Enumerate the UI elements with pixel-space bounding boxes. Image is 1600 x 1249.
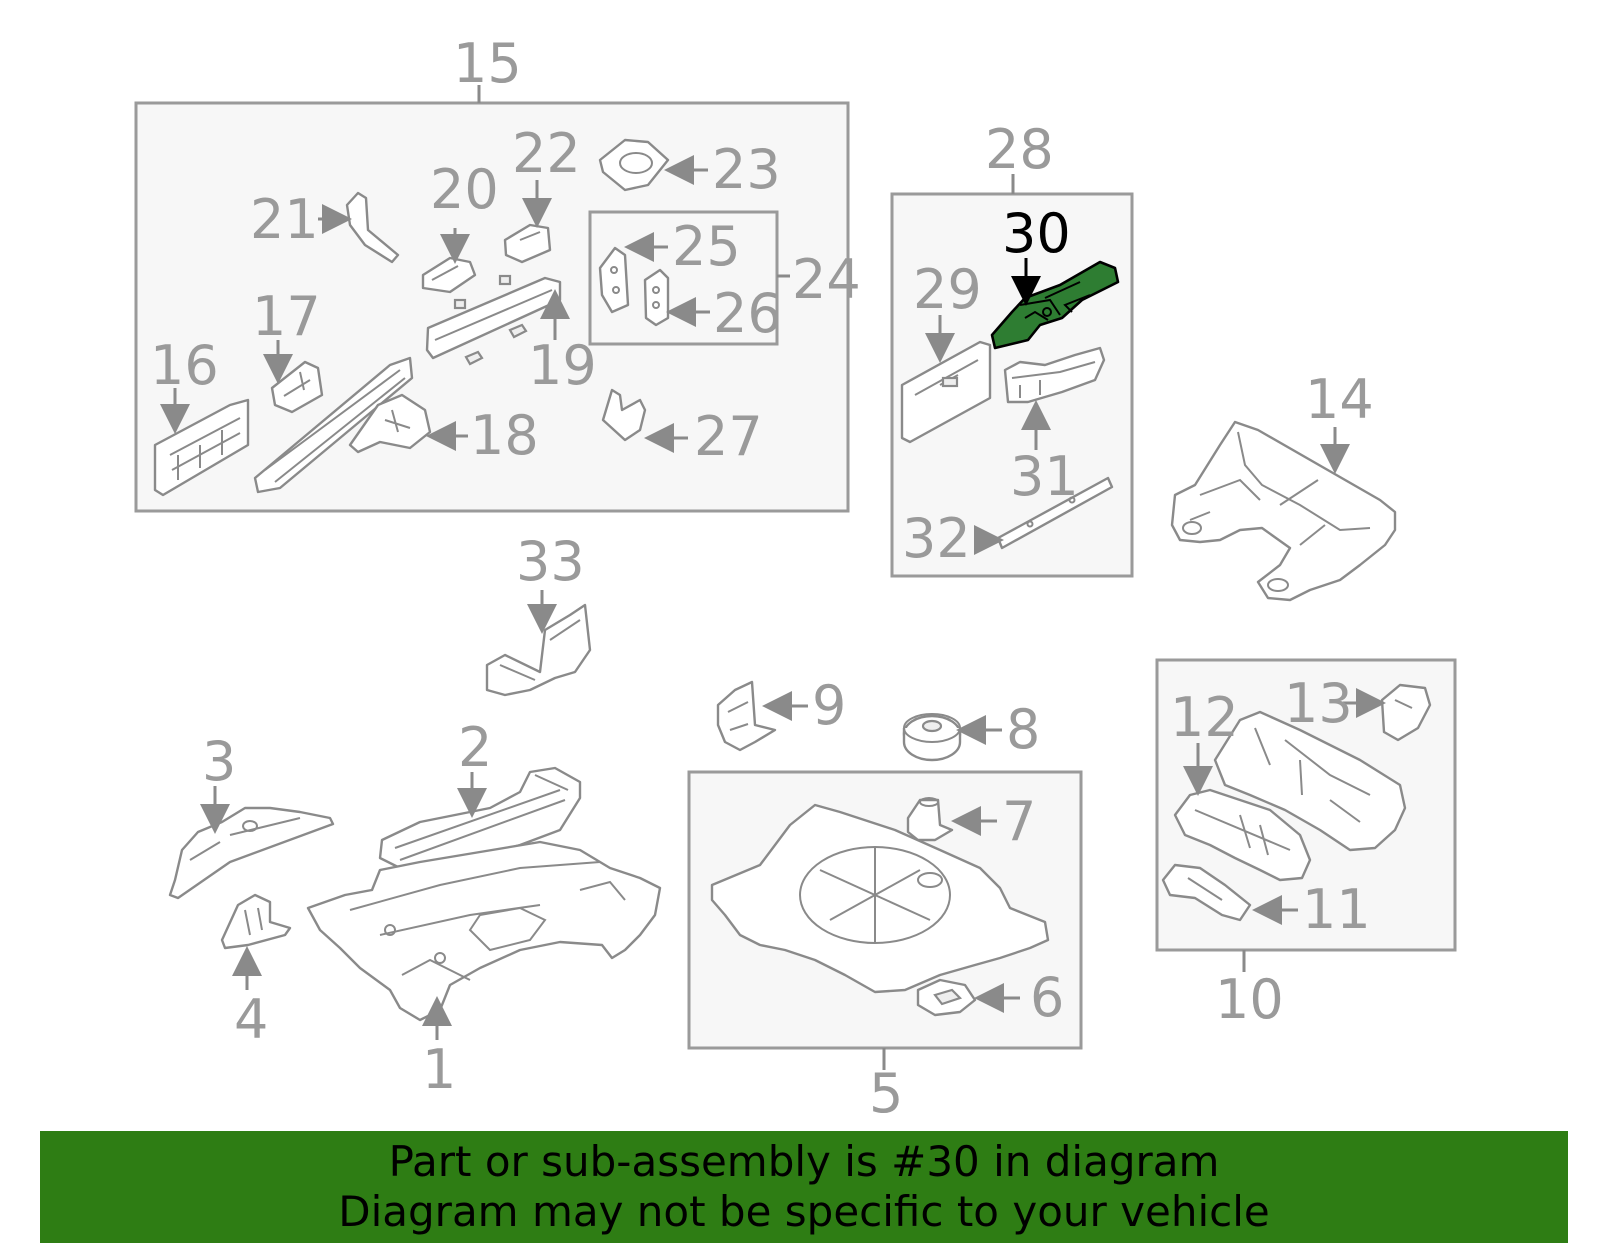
part-17: [270, 360, 324, 414]
callout-14: 14: [1305, 368, 1374, 431]
callout-12: 12: [1170, 686, 1239, 749]
callout-21: 21: [250, 188, 319, 251]
leader-lines: [160, 155, 1386, 1040]
callout-20: 20: [430, 158, 499, 221]
callout-8: 8: [1006, 698, 1040, 761]
callout-15: 15: [453, 32, 522, 95]
part-12: [1173, 788, 1312, 882]
info-banner: Part or sub-assembly is #30 in diagram D…: [40, 1131, 1568, 1243]
part-6: [916, 978, 977, 1017]
callout-24: 24: [792, 248, 861, 311]
part-10: [1213, 710, 1407, 852]
callout-4: 4: [234, 988, 268, 1051]
callout-5: 5: [869, 1062, 903, 1125]
callout-1: 1: [422, 1038, 456, 1101]
callout-17: 17: [252, 285, 321, 348]
callout-28: 28: [985, 118, 1054, 181]
banner-line-1: Part or sub-assembly is #30 in diagram: [388, 1137, 1220, 1186]
part-16: [153, 398, 250, 497]
part-23: [598, 138, 670, 192]
callout-22: 22: [512, 122, 581, 185]
callout-18: 18: [470, 404, 539, 467]
callout-3: 3: [202, 730, 236, 793]
callout-25: 25: [672, 215, 741, 278]
callout-33: 33: [516, 530, 585, 593]
callout-32: 32: [902, 507, 971, 570]
part-11: [1161, 863, 1252, 922]
part-4: [220, 893, 292, 950]
callout-11: 11: [1302, 878, 1371, 941]
callout-2: 2: [458, 716, 492, 779]
part-1: [306, 840, 662, 1022]
callout-29: 29: [913, 258, 982, 321]
callout-27: 27: [694, 405, 763, 468]
part-27: [601, 388, 647, 442]
part-14: [1170, 420, 1397, 602]
part-25: [598, 246, 630, 314]
callout-23: 23: [712, 138, 781, 201]
callout-6: 6: [1030, 966, 1064, 1029]
part-33: [485, 603, 592, 697]
callout-13: 13: [1284, 672, 1353, 735]
callout-26: 26: [713, 282, 782, 345]
part-21: [345, 191, 400, 264]
callout-31: 31: [1010, 445, 1079, 508]
callout-19: 19: [528, 334, 597, 397]
part-13: [1380, 683, 1432, 742]
part-9: [716, 680, 777, 752]
callout-10: 10: [1215, 968, 1284, 1031]
callout-30-highlighted: 30: [1002, 202, 1071, 265]
callout-16: 16: [150, 334, 219, 397]
part-3: [168, 806, 335, 900]
part-8: [902, 713, 962, 762]
part-rail: [253, 356, 414, 494]
part-29: [900, 340, 992, 444]
callout-9: 9: [812, 674, 846, 737]
callout-7: 7: [1002, 790, 1036, 853]
banner-line-2: Diagram may not be specific to your vehi…: [338, 1187, 1270, 1236]
part-26: [643, 268, 670, 327]
part-31: [1003, 346, 1106, 404]
part-5: [710, 803, 1050, 994]
